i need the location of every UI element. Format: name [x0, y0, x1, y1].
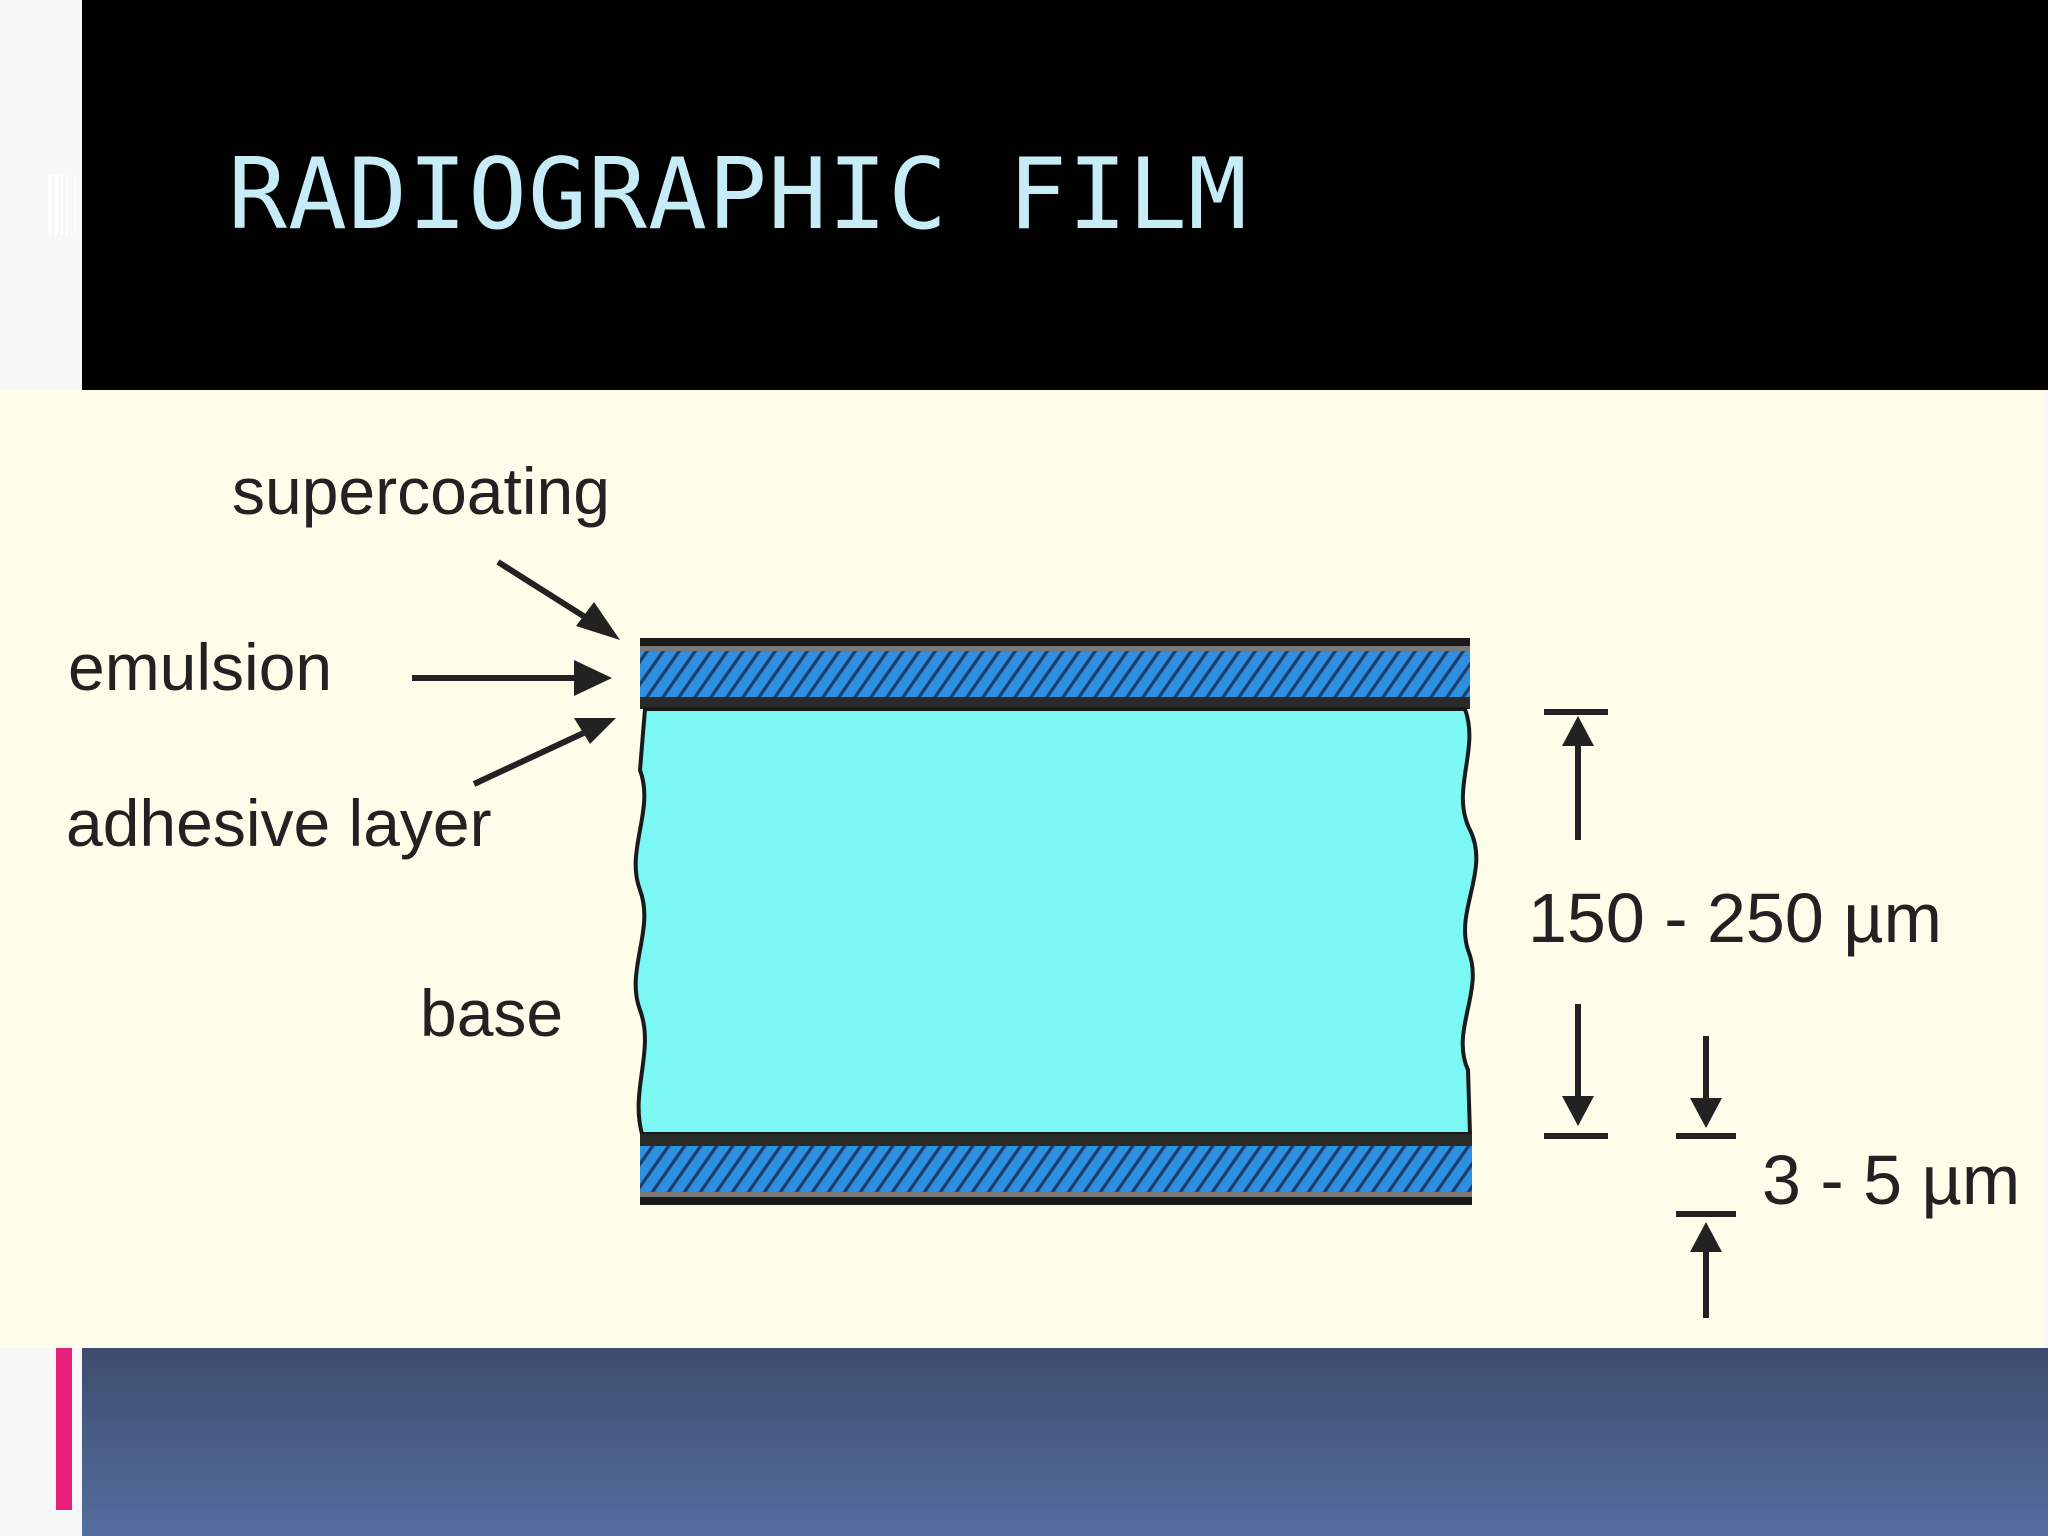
label-supercoating: supercoating [232, 454, 610, 528]
label-emulsion: emulsion [68, 630, 332, 704]
bottom-supercoating [640, 1192, 1472, 1197]
label-arrows [412, 559, 620, 787]
accent-bar [56, 1348, 72, 1510]
label-adhesive-layer: adhesive layer [66, 786, 492, 860]
dimension-coating-thickness [1676, 1036, 1736, 1318]
dimension-base-thickness [1544, 709, 1608, 1139]
bottom-band [82, 1348, 2048, 1536]
title-bar [82, 0, 2048, 390]
top-supercoating [640, 638, 1470, 646]
base-layer [633, 707, 1479, 1136]
bottom-emulsion-layer [640, 1146, 1472, 1192]
film-diagram: supercoating emulsion adhesive layer bas… [66, 454, 2020, 1318]
label-base: base [420, 976, 563, 1050]
decorative-bars-icon [46, 175, 82, 235]
film-cross-section-figure: supercoating emulsion adhesive layer bas… [0, 390, 2044, 1348]
bottom-adhesive-layer [640, 1134, 1472, 1146]
top-adhesive-layer [640, 697, 1470, 709]
label-coating-thickness: 3 - 5 µm [1762, 1141, 2020, 1219]
slide-title: RADIOGRAPHIC FILM [228, 138, 1249, 252]
top-emulsion-layer [640, 651, 1470, 697]
label-base-thickness: 150 - 250 µm [1528, 879, 1942, 957]
